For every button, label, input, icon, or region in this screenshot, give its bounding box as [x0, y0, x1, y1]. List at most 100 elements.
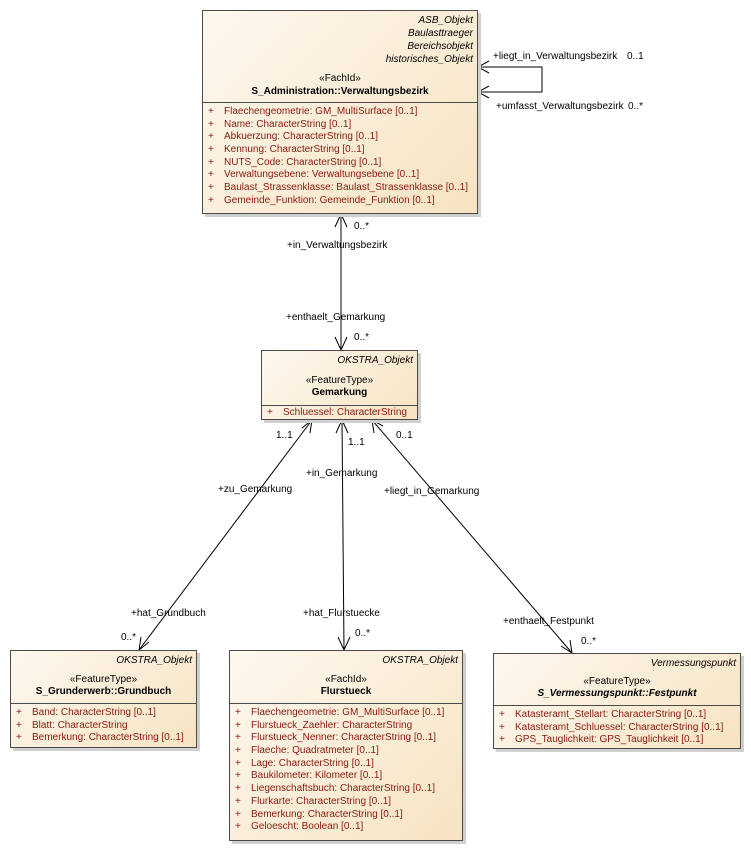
attribute-row[interactable]: + Geloescht: Boolean [0..1] [230, 821, 462, 834]
role-label-hat-flurstuecke: +hat_Flurstuecke [303, 608, 380, 619]
attribute-text: Katasteramt_Stellart: CharacterString [0… [515, 709, 707, 720]
attribute-text: Geloescht: Boolean [0..1] [251, 821, 364, 833]
attribute-text: Flurstueck_Nenner: CharacterString [0..1… [251, 732, 437, 744]
class-name: S_Grunderwerb::Grundbuch [35, 686, 172, 697]
multiplicity-hat-flurstuecke: 0..* [355, 628, 371, 639]
visibility-marker: + [208, 144, 214, 156]
role-label-enthaelt-gemarkung: +enthaelt_Gemarkung [286, 312, 386, 323]
class-header: OKSTRA_Objekt «FachId» Flurstueck [230, 651, 462, 704]
attribute-row[interactable]: +Flaechengeometrie: GM_MultiSurface [0..… [230, 707, 462, 720]
attribute-text: Schluessel: CharacterString [283, 407, 407, 418]
class-header: OKSTRA_Objekt «FeatureType» S_Grunderwer… [11, 651, 196, 704]
attribute-row[interactable]: +Verwaltungsebene: Verwaltungsebene [0..… [203, 169, 477, 182]
class-stereotype: «FeatureType» [583, 676, 651, 687]
multiplicity-umfasst-verwaltungsbezirk: 0..* [628, 101, 644, 112]
association-line-gemarkung-flurstueck[interactable] [341, 419, 345, 651]
visibility-marker: + [208, 194, 214, 206]
attribute-list: +Band: CharacterString [0..1] + Blatt: Ch… [11, 704, 196, 745]
role-label-in-gemarkung: +in_Gemarkung [306, 468, 378, 479]
attribute-row[interactable]: +GPS_Tauglichkeit: GPS_Tauglichkeit [0..… [494, 734, 740, 747]
arrowhead-liegt-in-gemarkung [371, 419, 384, 434]
attribute-row[interactable]: + Baulast_Strassenklasse: Baulast_Strasse… [203, 182, 477, 195]
attribute-text: Baulast_Strassenklasse: Baulast_Strassen… [224, 182, 469, 194]
visibility-marker: + [208, 118, 214, 130]
multiplicity-liegt-in-gemarkung: 0..1 [396, 430, 413, 441]
parent-class-label: Baulasttraeger [407, 28, 473, 39]
visibility-marker: + [235, 808, 241, 820]
visibility-marker: + [499, 721, 505, 733]
attribute-text: Blatt: CharacterString [32, 719, 128, 731]
visibility-marker: + [235, 770, 241, 782]
attribute-row[interactable]: + Katasteramt_Schluessel: CharacterString… [494, 722, 740, 735]
attribute-row[interactable]: +Band: CharacterString [0..1] [11, 707, 196, 720]
parent-classes: OKSTRA_Objekt [116, 654, 192, 667]
attribute-row[interactable]: +Lage: CharacterString [0..1] [230, 758, 462, 771]
attribute-text: Baukilometer: Kilometer [0..1] [251, 770, 383, 782]
attribute-row[interactable]: + Kennung: CharacterString [0..1] [203, 144, 477, 157]
attribute-row[interactable]: +Liegenschaftsbuch: CharacterString [0..… [230, 783, 462, 796]
association-line-gemarkung-festpunkt[interactable] [371, 419, 573, 654]
attribute-row[interactable]: +Flurstueck_Zaehler: CharacterString [230, 720, 462, 733]
attribute-row[interactable]: +NUTS_Code: CharacterString [0..1] [203, 157, 477, 170]
attribute-text: Flurkarte: CharacterString [0..1] [251, 795, 392, 807]
attribute-row[interactable]: +Flaechengeometrie: GM_MultiSurface [0..… [203, 106, 477, 119]
visibility-marker: + [208, 182, 214, 194]
parent-class-label: Vermessungspunkt [650, 658, 736, 669]
class-stereotype: «FachId» [325, 674, 367, 685]
class-grundbuch[interactable]: OKSTRA_Objekt «FeatureType» S_Grunderwer… [10, 650, 197, 748]
attribute-row[interactable]: +Flurkarte: CharacterString [0..1] [230, 796, 462, 809]
role-label-in-verwaltungsbezirk: +in_Verwaltungsbezirk [287, 240, 388, 251]
attribute-text: Kennung: CharacterString [0..1] [224, 144, 365, 156]
multiplicity-hat-grundbuch: 0..* [121, 632, 137, 643]
visibility-marker: + [16, 707, 22, 718]
role-label-enthaelt-festpunkt: +enthaelt_Festpunkt [503, 616, 594, 627]
visibility-marker: + [499, 734, 505, 746]
class-name: Gemarkung [311, 387, 368, 398]
attribute-row[interactable]: + Baukilometer: Kilometer [0..1] [230, 770, 462, 783]
attribute-text: Name: CharacterString [0..1] [224, 118, 352, 130]
class-stereotype: «FeatureType» [305, 375, 374, 386]
multiplicity-liegt-in-verwaltungsbezirk: 0..1 [627, 51, 644, 62]
attribute-text: Abkuerzung: CharacterString [0..1] [224, 131, 378, 143]
self-association-line[interactable] [478, 66, 543, 93]
visibility-marker: + [267, 407, 273, 418]
attribute-row[interactable]: + Katasteramt_Stellart: CharacterString [… [494, 709, 740, 722]
arrowhead-umfasst-verwaltungsbezirk [476, 85, 490, 99]
attribute-text: Katasteramt_Schluessel: CharacterString … [515, 721, 724, 733]
visibility-marker: + [499, 709, 505, 720]
role-label-liegt-in-verwaltungsbezirk: +liegt_in_Verwaltungsbezirk [493, 51, 618, 62]
class-stereotype: «FachId» [319, 73, 361, 84]
arrowhead-liegt-in-verwaltungsbezirk [476, 60, 490, 74]
class-header: OKSTRA_Objekt «FeatureType» Gemarkung [262, 351, 417, 406]
attribute-row[interactable]: + Flurstueck_Nenner: CharacterString [0..… [230, 732, 462, 745]
parent-class-label: Bereichsobjekt [407, 41, 473, 52]
attribute-row[interactable]: +Flaeche: Quadratmeter [0..1] [230, 745, 462, 758]
attribute-row[interactable]: + Schluessel: CharacterString [262, 407, 417, 420]
class-gemarkung[interactable]: OKSTRA_Objekt «FeatureType» Gemarkung + S… [261, 350, 418, 420]
class-festpunkt[interactable]: Vermessungspunkt «FeatureType» S_Vermess… [493, 653, 741, 749]
attribute-text: Gemeinde_Funktion: Gemeinde_Funktion [0.… [224, 194, 435, 206]
visibility-marker: + [235, 745, 241, 757]
class-flurstueck[interactable]: OKSTRA_Objekt «FachId» Flurstueck +Flaec… [229, 650, 463, 841]
attribute-row[interactable]: + Bemerkung: CharacterString [0..1] [230, 809, 462, 822]
visibility-marker: + [235, 732, 241, 744]
multiplicity-in-gemarkung: 1..1 [348, 437, 365, 448]
visibility-marker: + [235, 821, 241, 833]
attribute-list: + Katasteramt_Stellart: CharacterString [… [494, 706, 740, 747]
association-line-gemarkung-grundbuch[interactable] [138, 419, 313, 651]
attribute-row[interactable]: + Gemeinde_Funktion: Gemeinde_Funktion [0… [203, 195, 477, 208]
parent-class-label: OKSTRA_Objekt [116, 655, 192, 666]
class-name: S_Vermessungspunkt::Festpunkt [537, 688, 697, 699]
attribute-text: Bemerkung: CharacterString [0..1] [251, 808, 403, 820]
arrowhead-zu-gemarkung [301, 418, 313, 434]
arrowhead-in-verwaltungsbezirk [334, 212, 348, 228]
attribute-row[interactable]: +Bemerkung: CharacterString [0..1] [11, 732, 196, 745]
attribute-row[interactable]: +Abkuerzung: CharacterString [0..1] [203, 131, 477, 144]
class-verwaltungsbezirk[interactable]: ASB_Objekt Baulasttraeger Bereichsobjekt… [202, 10, 478, 214]
attribute-row[interactable]: + Name: CharacterString [0..1] [203, 119, 477, 132]
multiplicity-enthaelt-festpunkt: 0..* [581, 636, 597, 647]
visibility-marker: + [16, 732, 22, 744]
attribute-row[interactable]: + Blatt: CharacterString [11, 720, 196, 733]
visibility-marker: + [16, 719, 22, 731]
